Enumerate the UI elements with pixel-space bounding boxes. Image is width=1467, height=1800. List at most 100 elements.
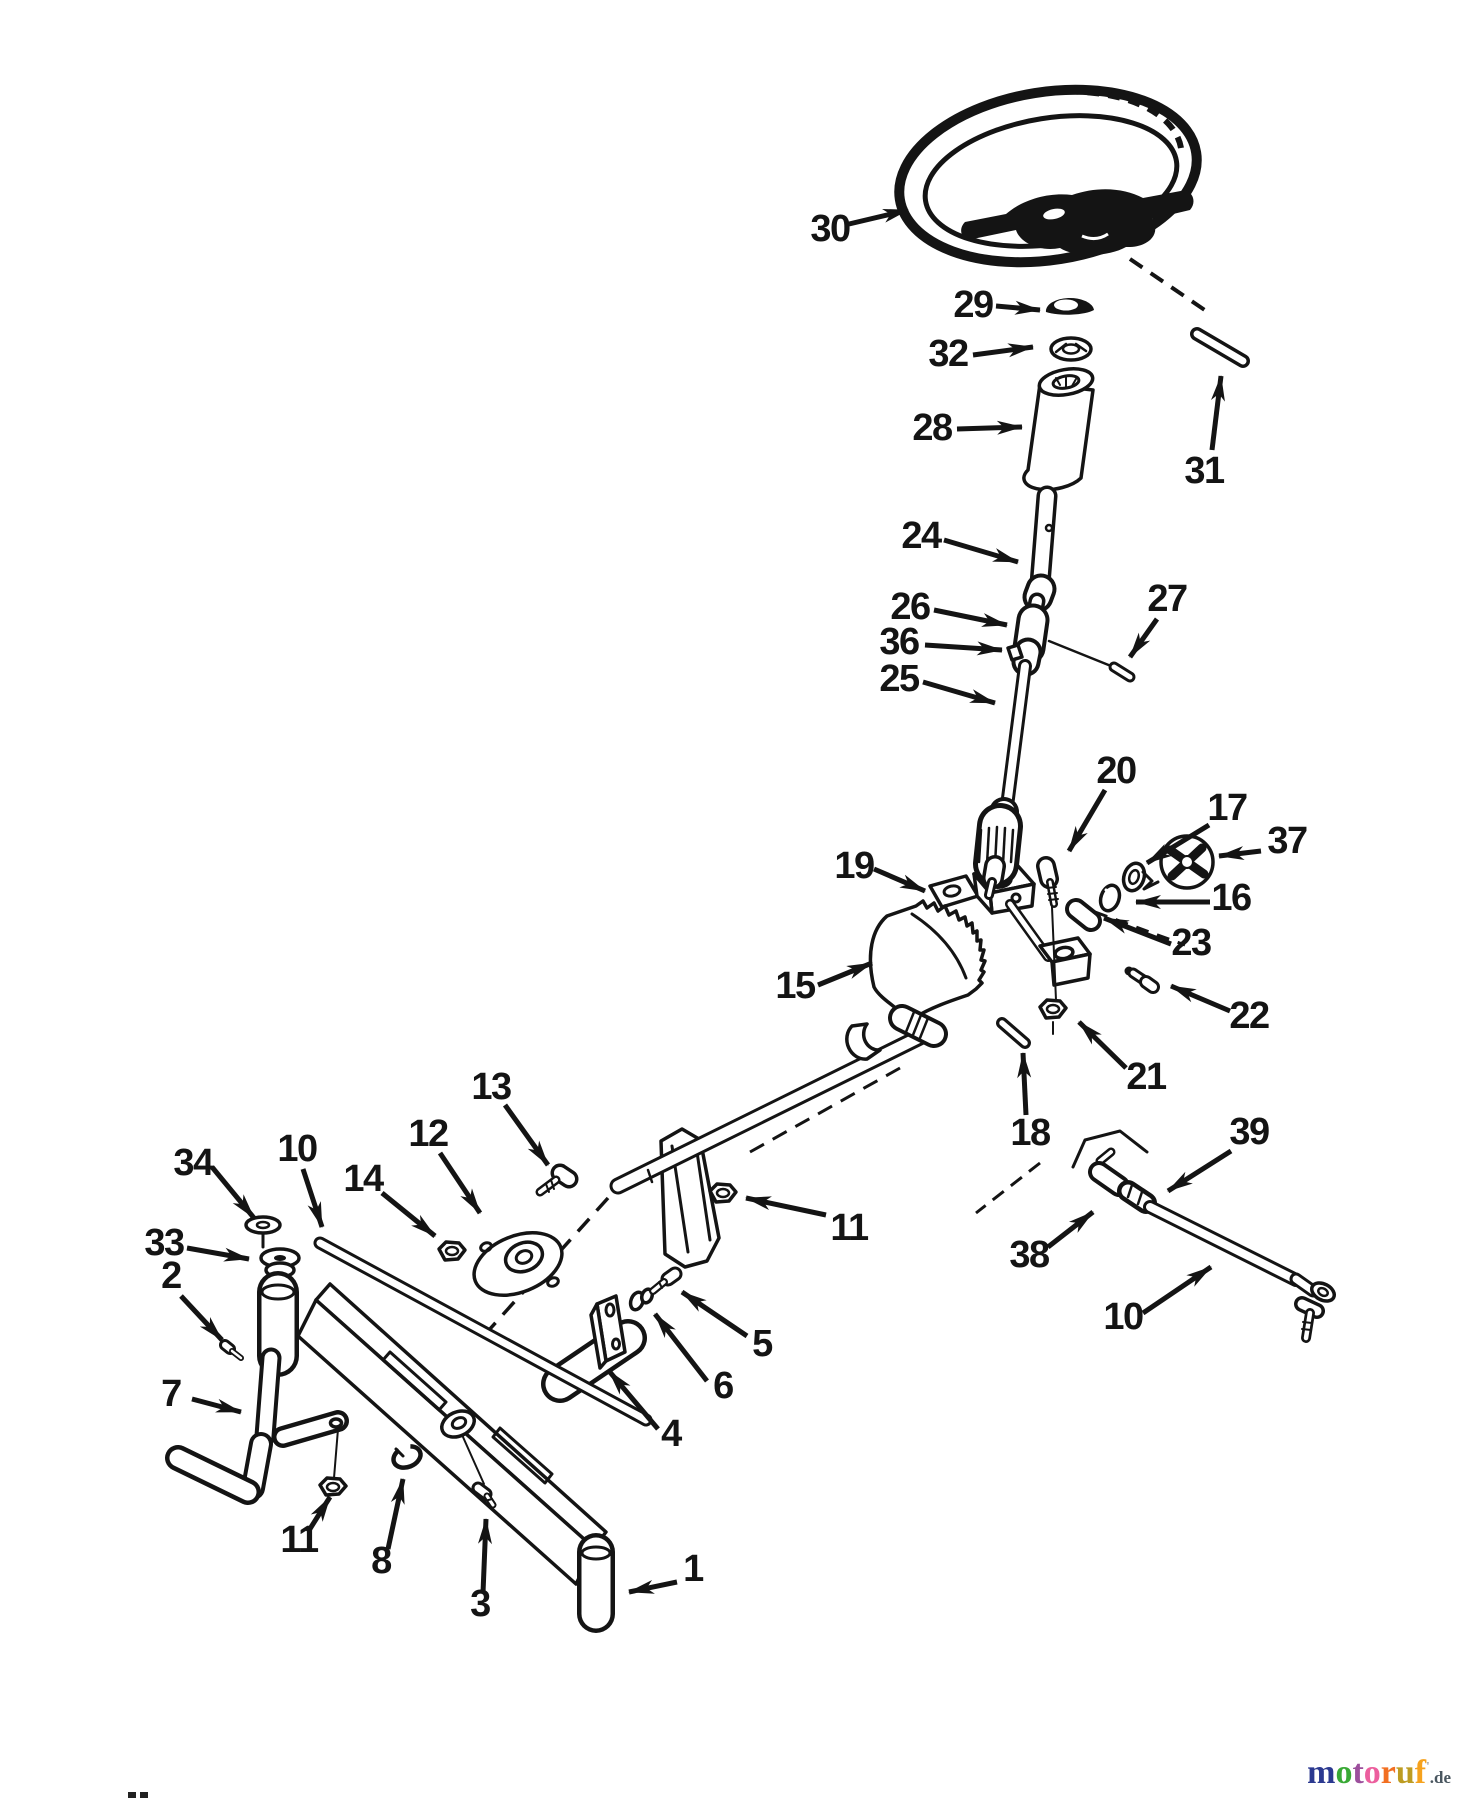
callout-32-label: 32 <box>928 333 968 375</box>
axle-pivot-pin-assembly <box>541 1266 683 1403</box>
callout-26-arrow <box>933 607 1008 628</box>
callout-24-arrow <box>943 537 1019 565</box>
callout-16: 16 <box>1135 877 1252 919</box>
callout-34: 34 <box>173 1142 256 1220</box>
callout-26: 26 <box>890 586 1008 628</box>
callout-34-arrow <box>210 1165 256 1220</box>
stub-axle <box>165 1432 273 1505</box>
callout-5: 5 <box>680 1289 775 1365</box>
wheel-hub-and-spokes <box>961 189 1194 256</box>
callout-10b-arrow <box>1141 1264 1213 1316</box>
callout-4-arrow <box>607 1369 660 1431</box>
watermark-motoruf: motoruf'.de <box>1307 1754 1451 1792</box>
callout-19-arrow <box>873 866 926 894</box>
cap-nut-37 <box>1159 834 1215 890</box>
callout-8-arrow <box>385 1478 406 1550</box>
callout-39-label: 39 <box>1229 1111 1269 1153</box>
shaft-saddle-clamp <box>845 1022 882 1061</box>
callout-15-arrow <box>817 960 873 988</box>
callout-32-arrow <box>972 343 1034 358</box>
callout-22-arrow <box>1170 983 1231 1014</box>
callout-20-label: 20 <box>1096 750 1136 792</box>
callout-11a-arrow <box>305 1495 333 1534</box>
callout-23-arrow <box>1103 915 1172 947</box>
callout-10a: 10 <box>277 1128 325 1228</box>
callout-30-arrow <box>848 207 909 227</box>
sector-gear <box>845 899 987 1061</box>
callout-38-label: 38 <box>1009 1234 1049 1276</box>
callout-24: 24 <box>901 515 1019 565</box>
callout-22: 22 <box>1170 983 1270 1037</box>
callout-2-label: 2 <box>161 1255 181 1297</box>
phantom-bracket-outline <box>1071 1129 1149 1169</box>
callout-8: 8 <box>371 1478 406 1582</box>
tie-rod-right-assembly <box>1071 1129 1336 1343</box>
bolt-3 <box>462 1436 497 1509</box>
callout-1: 1 <box>628 1548 706 1595</box>
washer-stack-33 <box>259 1247 301 1279</box>
callout-5-arrow <box>680 1289 749 1339</box>
nut-21 <box>1038 998 1068 1035</box>
callout-2: 2 <box>161 1255 224 1342</box>
bolt-2 <box>219 1339 244 1361</box>
callout-17: 17 <box>1145 787 1248 866</box>
bracket-left-ear <box>928 874 980 909</box>
callout-7-label: 7 <box>161 1373 181 1415</box>
jam-nut-39 <box>1117 1180 1157 1214</box>
callout-27-arrow <box>1127 617 1160 659</box>
callout-27-label: 27 <box>1147 578 1187 620</box>
watermark-tick: ' <box>1426 1758 1430 1774</box>
callout-19-label: 19 <box>834 845 874 887</box>
callout-14: 14 <box>343 1158 437 1238</box>
callout-21-label: 21 <box>1126 1056 1167 1098</box>
callout-13-label: 13 <box>471 1066 511 1108</box>
worm-gear <box>973 797 1023 900</box>
steering-cross-shaft <box>609 1023 939 1195</box>
callout-38: 38 <box>1009 1210 1095 1276</box>
watermark-suffix: .de <box>1429 1768 1451 1787</box>
callout-11b-label: 11 <box>830 1207 869 1249</box>
callout-29-arrow <box>995 300 1041 315</box>
bolt-5 <box>649 1266 683 1295</box>
callout-30-label: 30 <box>810 208 850 250</box>
callout-20-arrow <box>1066 788 1108 853</box>
callout-11b-arrow <box>745 1195 827 1218</box>
pivot-hardware <box>391 1436 497 1509</box>
callout-17-arrow <box>1145 822 1211 866</box>
callout-26-label: 26 <box>890 586 930 628</box>
axle-end-boss <box>577 1533 615 1633</box>
watermark-letter-5: u <box>1395 1754 1415 1791</box>
bearing-mount-hardware <box>437 1163 579 1297</box>
callout-36-label: 36 <box>879 621 919 663</box>
ball-joint-38 <box>1088 1147 1130 1197</box>
callout-3-arrow <box>477 1518 492 1594</box>
kingpin-tower <box>257 1271 299 1377</box>
callout-30: 30 <box>810 207 909 250</box>
callout-16-label: 16 <box>1211 877 1251 919</box>
callout-28: 28 <box>912 407 1023 449</box>
callout-1-label: 1 <box>683 1548 704 1590</box>
horn-cap <box>1045 297 1094 315</box>
callout-8-label: 8 <box>371 1540 391 1582</box>
callout-33-label: 33 <box>144 1222 184 1264</box>
callout-25: 25 <box>879 658 996 706</box>
grease-fitting-22 <box>1124 966 1160 994</box>
callout-15-label: 15 <box>775 965 816 1007</box>
callout-19: 19 <box>834 845 926 894</box>
watermark-letter-6: f <box>1414 1754 1427 1791</box>
callout-4: 4 <box>607 1369 684 1455</box>
steering-support-bracket <box>928 864 1092 1001</box>
callout-7-arrow <box>191 1396 242 1415</box>
callout-36-arrow <box>924 641 1003 656</box>
watermark-letter-1: o <box>1335 1754 1353 1791</box>
callout-39: 39 <box>1166 1111 1270 1194</box>
callout-28-arrow <box>956 420 1023 435</box>
callout-4-label: 4 <box>661 1413 682 1455</box>
callout-10b: 10 <box>1103 1264 1213 1338</box>
front-axle <box>296 1282 615 1633</box>
callout-25-arrow <box>922 679 996 706</box>
callout-20: 20 <box>1066 750 1137 853</box>
callout-12: 12 <box>408 1113 483 1215</box>
steering-arm <box>272 1410 349 1479</box>
lock-washer-16 <box>1098 883 1122 913</box>
